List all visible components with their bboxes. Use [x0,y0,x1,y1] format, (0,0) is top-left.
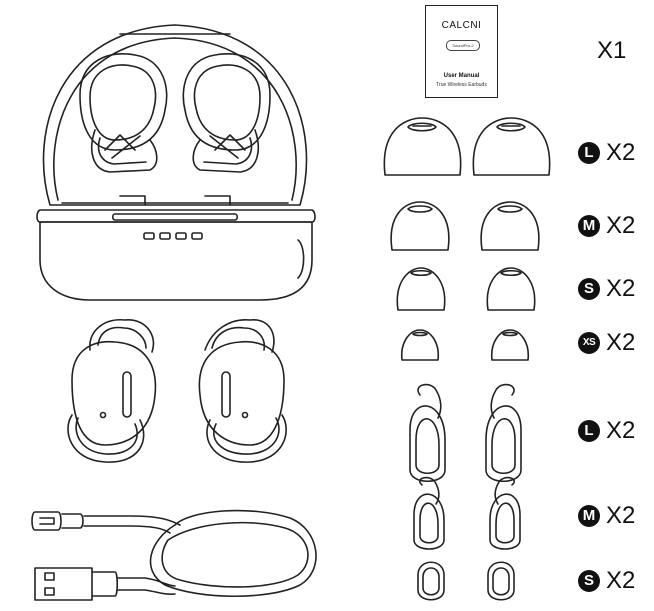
earwing-quantity-l: X2 [606,417,636,444]
manual-model: SoundPro-2 [446,40,480,51]
usb-cable-icon [31,509,317,601]
earwing-icon [409,383,522,601]
eartip-size-badge-s: S [578,278,600,300]
eartip-quantity-m: X2 [606,212,636,239]
manual-brand: CALCNI [441,20,482,31]
eartip-size-badge-m: M [578,215,600,237]
earwing-size-badge-s: S [578,570,600,592]
eartip-quantity-s: X2 [606,275,636,302]
manual-quantity: X1 [597,37,627,64]
charging-case-icon [36,24,316,301]
earwing-quantity-s: X2 [606,567,636,594]
eartip-size-badge-l: L [578,142,600,164]
eartip-quantity-xs: X2 [606,329,636,356]
earwing-quantity-m: X2 [606,502,636,529]
earbuds-icon [67,319,287,463]
manual-title: User Manual [443,73,480,79]
earwing-size-badge-m: M [578,505,600,527]
user-manual-booklet: CALCNI SoundPro-2 User Manual True Wirel… [425,5,498,98]
eartip-size-badge-xs: XS [578,332,600,354]
eartip-icon [383,117,551,361]
eartip-quantity-l: X2 [606,139,636,166]
manual-subtitle: True Wireless Earbuds [436,82,487,88]
earwing-size-badge-l: L [578,420,600,442]
